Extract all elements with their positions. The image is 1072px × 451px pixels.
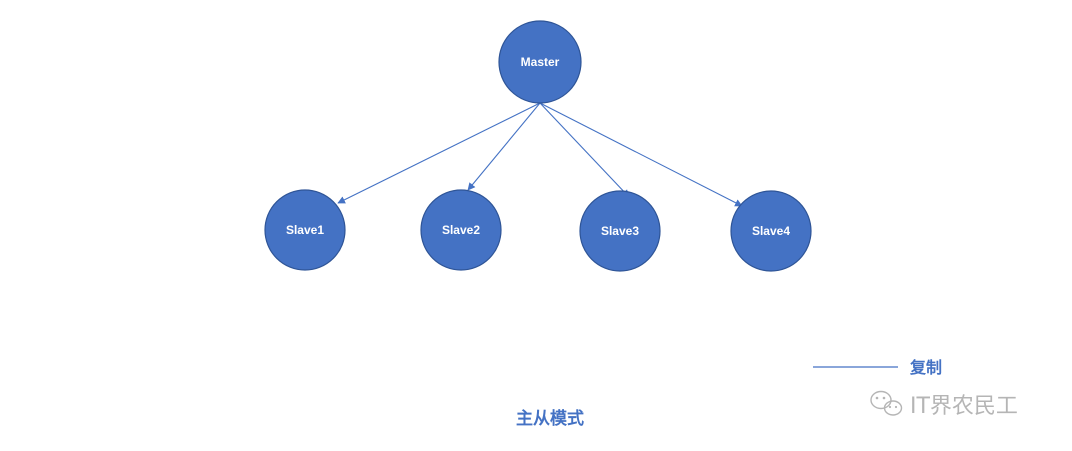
- node-slave4-label: Slave4: [752, 224, 790, 238]
- node-slave1: Slave1: [264, 189, 346, 271]
- wechat-icon: [870, 390, 903, 416]
- node-slave1-label: Slave1: [286, 223, 324, 237]
- edge-master-slave1: [337, 102, 541, 204]
- node-master-label: Master: [521, 55, 560, 69]
- edge-master-slave3: [539, 102, 630, 198]
- edge-master-slave2: [467, 102, 541, 191]
- node-slave2-label: Slave2: [442, 223, 480, 237]
- edge-master-slave4: [539, 102, 743, 207]
- watermark: IT界农民工: [870, 390, 1018, 419]
- node-slave2: Slave2: [420, 189, 502, 271]
- node-master: Master: [498, 20, 582, 104]
- watermark-text: IT界农民工: [910, 394, 1018, 419]
- node-slave3: Slave3: [579, 190, 661, 272]
- legend-label: 复制: [909, 358, 942, 377]
- node-slave3-label: Slave3: [601, 224, 639, 238]
- node-slave4: Slave4: [730, 190, 812, 272]
- legend: 复制: [813, 358, 942, 377]
- diagram-caption: 主从模式: [516, 408, 584, 429]
